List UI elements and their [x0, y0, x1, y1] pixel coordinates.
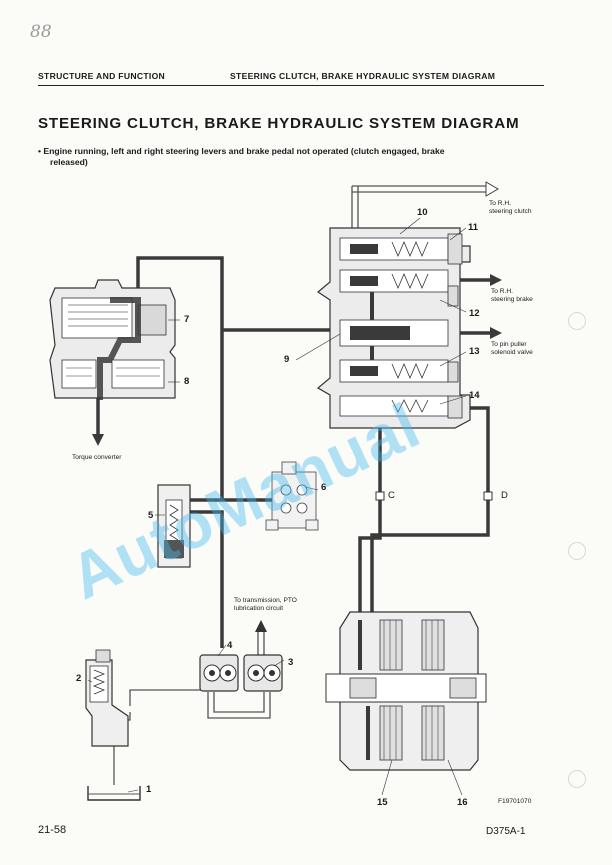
item-number-4: 4	[227, 640, 233, 651]
item-number-9: 9	[284, 354, 290, 365]
condition-note-line-1: • Engine running, left and right steerin…	[38, 146, 445, 156]
label-port-d: D	[501, 490, 508, 501]
arrow-rh-clutch	[485, 181, 499, 197]
strainer-3	[243, 654, 283, 692]
item-number-14: 14	[469, 390, 480, 401]
arrow-rh-brake	[490, 274, 502, 286]
port-d	[483, 491, 493, 501]
pipe-main-pressure	[136, 256, 224, 500]
arrow-torque-converter	[92, 434, 104, 446]
item-number-6: 6	[321, 482, 327, 493]
label-to-rh-steering-brake: To R.H. steering brake	[491, 288, 533, 303]
item-number-2: 2	[76, 673, 82, 684]
punch-hole-mark	[568, 542, 586, 560]
item-number-16: 16	[457, 797, 468, 808]
pipe-d-line	[370, 406, 490, 615]
model-code: D375A-1	[486, 826, 526, 837]
label-torque-converter: Torque converter	[72, 454, 122, 461]
accumulator-5	[157, 484, 191, 568]
item-number-3: 3	[288, 657, 294, 668]
condition-note-line-2: released)	[50, 157, 88, 167]
item-number-12: 12	[469, 308, 480, 319]
label-to-pin-puller-solenoid: To pin puller solenoid valve	[491, 341, 533, 356]
pipe-to-transmission	[257, 632, 265, 655]
punch-hole-mark	[568, 312, 586, 330]
header-rule	[38, 85, 544, 86]
header-topic-label: STEERING CLUTCH, BRAKE HYDRAULIC SYSTEM …	[230, 71, 496, 81]
item-number-13: 13	[469, 346, 480, 357]
item-number-15: 15	[377, 797, 388, 808]
port-c	[375, 491, 385, 501]
label-to-transmission-pto: To transmission, PTO lubrication circuit	[234, 597, 297, 612]
handwritten-page-mark: 88	[30, 22, 52, 42]
item-number-1: 1	[146, 784, 152, 795]
pump-2	[85, 649, 129, 747]
pipe-to-strainer-4	[185, 510, 224, 648]
arrow-pin-puller	[490, 327, 502, 339]
item-number-10: 10	[417, 207, 428, 218]
tank-1	[87, 786, 141, 801]
item-number-7: 7	[184, 314, 190, 325]
steering-clutch-brake-assembly	[325, 611, 487, 771]
pipe-strainer-connection	[207, 692, 271, 719]
pipe-rh-clutch-out	[351, 185, 486, 228]
steering-control-valve	[316, 227, 471, 429]
label-to-rh-steering-clutch: To R.H. steering clutch	[489, 200, 532, 215]
page-title: STEERING CLUTCH, BRAKE HYDRAULIC SYSTEM …	[38, 115, 520, 132]
arrow-transmission	[255, 620, 267, 632]
strainer-4	[199, 654, 239, 692]
pipe-c-line	[358, 400, 382, 620]
item-number-8: 8	[184, 376, 190, 387]
page-number: 21-58	[38, 824, 67, 836]
label-port-c: C	[388, 490, 395, 501]
figure-id: F19701070	[498, 798, 532, 805]
priority-valve-assembly	[49, 279, 176, 400]
punch-hole-mark	[568, 770, 586, 788]
item-number-11: 11	[468, 222, 479, 233]
item-number-5: 5	[148, 510, 154, 521]
valve-6	[265, 461, 319, 531]
header-section-label: STRUCTURE AND FUNCTION	[38, 71, 166, 81]
